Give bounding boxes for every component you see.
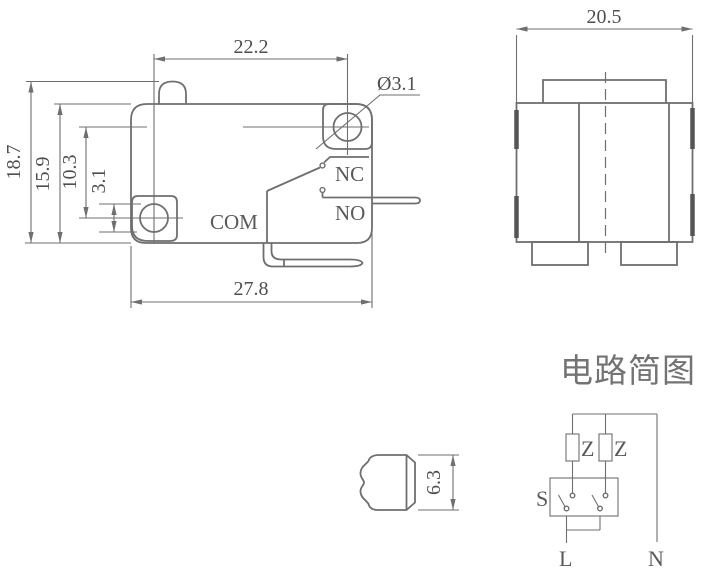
dim-hole-dia: Ø3.1: [377, 73, 416, 95]
label-com: COM: [210, 210, 258, 234]
dim-22-2: 22.2: [234, 36, 269, 58]
terminal-com-blade: [262, 243, 364, 268]
side-view-drawing: 20.5: [514, 6, 695, 266]
terminal-no-blade: [372, 196, 421, 205]
profile-shape: [359, 454, 416, 511]
dim-15-9: 15.9: [32, 157, 54, 192]
profile-dimension: [418, 454, 459, 511]
contact-mechanism: [266, 156, 372, 243]
side-view-dimension: [515, 26, 694, 112]
side-view-body: [514, 72, 695, 266]
label-nc: NC: [335, 162, 364, 186]
circuit-diagram: Z Z S L N: [536, 413, 664, 571]
front-view-dimension-lines: [28, 56, 420, 305]
label-no: NO: [335, 201, 365, 225]
dim-20-5: 20.5: [587, 6, 622, 28]
circuit-wires: [565, 413, 658, 543]
switch-box: [549, 477, 619, 517]
dim-18-7: 18.7: [3, 145, 25, 180]
plunger-button: [158, 80, 187, 104]
mounting-hole-bottom-left: [131, 195, 178, 242]
profile-view-drawing: 6.3: [359, 454, 459, 511]
label-z1: Z: [581, 436, 594, 461]
mounting-hole-top-right: [322, 103, 373, 150]
load-resistor-right: [598, 433, 613, 462]
label-live: L: [559, 546, 572, 571]
load-resistor-left: [565, 433, 580, 462]
dim-10-3: 10.3: [59, 155, 81, 190]
circuit-diagram-title: 电路简图: [560, 354, 696, 390]
side-foot-left: [531, 241, 589, 266]
label-z2: Z: [614, 436, 627, 461]
label-neutral: N: [648, 546, 664, 571]
label-switch: S: [536, 486, 548, 511]
side-plunger: [542, 79, 667, 103]
side-foot-right: [620, 241, 678, 266]
front-view-drawing: 22.2 Ø3.1 18.7 15.9 10.3 3.1 27.8: [3, 36, 421, 308]
dim-6-3: 6.3: [423, 470, 445, 495]
dim-3-1: 3.1: [88, 169, 110, 194]
dim-27-8: 27.8: [234, 278, 269, 300]
